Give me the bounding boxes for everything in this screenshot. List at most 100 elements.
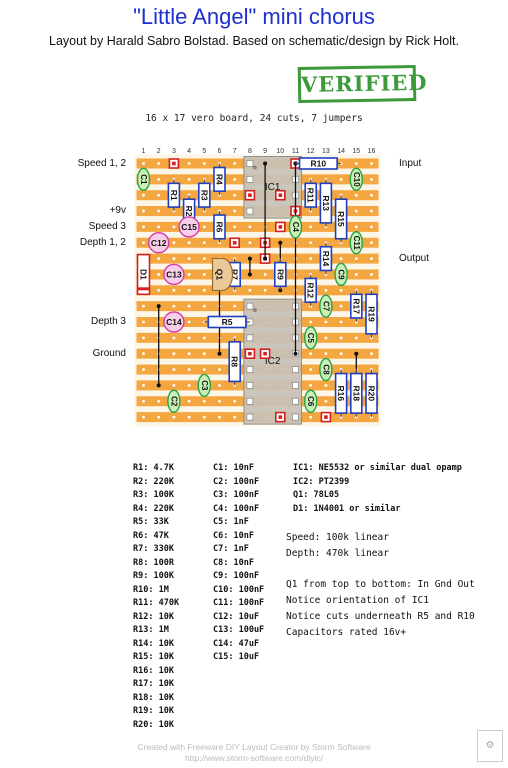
board-hole <box>142 415 145 419</box>
board-hole <box>370 193 373 197</box>
resistor-body <box>349 293 363 319</box>
board-hole <box>187 415 191 419</box>
resistor-body <box>319 245 333 272</box>
resistor-label: R17 <box>351 298 361 314</box>
jumper-end <box>293 351 298 356</box>
column-label: 6 <box>217 148 222 155</box>
resistor-label: R3 <box>199 190 209 201</box>
ic-pin <box>292 366 299 373</box>
film-capacitor-label: C3 <box>200 380 209 391</box>
board-hole <box>187 162 191 165</box>
board-hole <box>218 193 221 197</box>
board-hole <box>309 209 313 213</box>
board-hole <box>172 225 176 229</box>
ic-pin <box>246 334 254 342</box>
board-hole <box>324 352 328 356</box>
board-hole <box>202 304 206 308</box>
ic-label: IC2 <box>265 356 281 367</box>
board-hole <box>202 368 206 371</box>
board-hole <box>202 415 206 419</box>
resistor-body <box>213 166 226 193</box>
board-hole <box>142 162 145 165</box>
regulator-label: Q1 <box>215 269 225 281</box>
copper-strip <box>136 269 379 280</box>
diode-band <box>137 287 150 291</box>
board-hole <box>354 162 358 165</box>
jumper-end <box>354 351 359 356</box>
board-hole <box>354 336 358 340</box>
resistor-body <box>319 182 333 224</box>
column-label: 16 <box>367 148 376 155</box>
resistor-body <box>304 277 318 303</box>
board-hole <box>218 415 221 419</box>
board-hole <box>172 288 176 292</box>
board-hole <box>233 304 237 308</box>
film-capacitor <box>319 294 333 318</box>
bom-line: C1: 10nF <box>213 463 254 473</box>
board-hole <box>248 241 252 245</box>
bom-line: R11: 470K <box>133 598 180 608</box>
board-hole <box>172 336 176 340</box>
bom-line: R3: 100K <box>133 490 174 500</box>
footer-credit[interactable]: Created with Freeware DIY Layout Creator… <box>137 742 371 752</box>
board-hole <box>324 384 328 387</box>
board-hole <box>142 304 145 308</box>
film-capacitor <box>288 215 303 239</box>
bom-line: Notice cuts underneath R5 and R10 <box>286 611 475 622</box>
column-label: 14 <box>337 148 345 155</box>
board-hole <box>202 352 206 356</box>
resistor-label: R20 <box>367 386 377 402</box>
board-hole <box>157 415 161 419</box>
jumper-end <box>247 272 252 277</box>
page-title: "Little Angel" mini chorus <box>133 4 375 29</box>
bom-line: C8: 10nF <box>213 557 254 568</box>
board-hole <box>142 352 145 356</box>
bom-line: C4: 100nF <box>213 503 260 514</box>
board-hole <box>370 177 373 181</box>
bom-line: C6: 10nF <box>213 530 254 541</box>
board-hole <box>202 241 206 245</box>
board-hole <box>202 225 206 229</box>
film-capacitor <box>136 167 151 192</box>
resistor-label: R8 <box>230 356 240 367</box>
bom-line: D1: 1N4001 or similar <box>293 503 401 514</box>
board-hole <box>309 320 313 324</box>
column-label: 7 <box>232 148 237 155</box>
column-label: 10 <box>276 148 285 155</box>
resistor-body <box>365 372 378 414</box>
column-label: 5 <box>202 148 207 155</box>
jumper-end <box>156 383 161 388</box>
board-hole <box>309 368 313 371</box>
footer-url[interactable]: http://www.storm-software.com/diylc/ <box>185 753 323 763</box>
board-label-left: Speed 1, 2 <box>77 157 126 169</box>
ic-pin <box>246 366 254 373</box>
board-hole <box>324 399 328 403</box>
film-capacitor-label: C7 <box>321 301 330 312</box>
board-hole <box>142 193 145 197</box>
board-hole <box>142 368 145 371</box>
resistor-body <box>228 341 241 383</box>
bom-line: R15: 10K <box>133 652 174 662</box>
resistor-label: R5 <box>222 317 233 327</box>
electrolytic-capacitor <box>163 311 185 333</box>
electrolytic-capacitor <box>147 232 170 254</box>
board-label-left: Depth 1, 2 <box>79 236 126 248</box>
board-hole <box>142 336 145 340</box>
bom-line: Depth: 470k linear <box>286 548 389 559</box>
film-capacitor <box>319 357 333 382</box>
board-hole <box>202 336 206 340</box>
board-hole <box>157 399 161 403</box>
board-hole <box>309 352 313 356</box>
board-hole <box>187 352 191 356</box>
track-cut-dot <box>278 415 283 419</box>
board-hole <box>324 288 328 292</box>
bom-line: IC1: NE5532 or similar dual opamp <box>293 463 462 473</box>
board-hole <box>309 225 313 229</box>
bom-line: C11: 100nF <box>213 598 265 608</box>
board-hole <box>157 162 161 165</box>
electrolytic-capacitor-label: C15 <box>181 222 197 232</box>
bom-line: Capacitors rated 16v+ <box>286 627 407 638</box>
electrolytic-capacitor-label: C14 <box>166 317 182 327</box>
board-hole <box>370 241 373 245</box>
